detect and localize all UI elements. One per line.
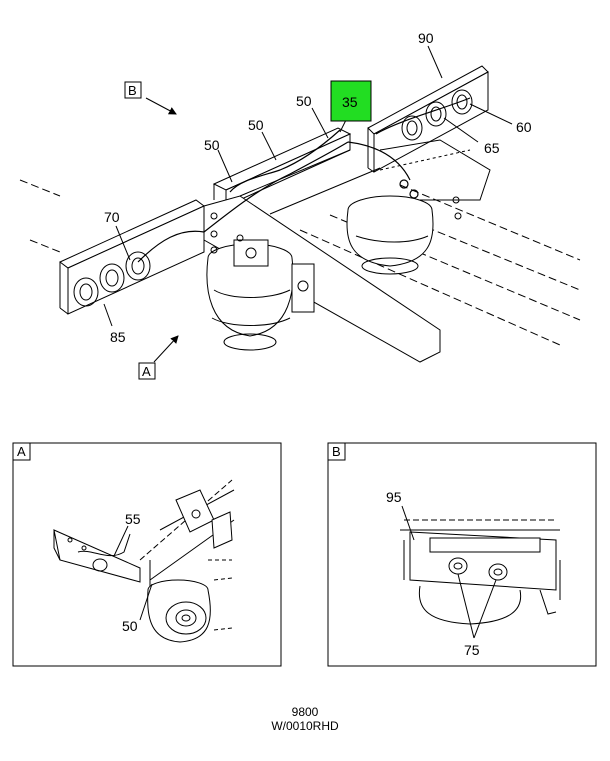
- callout-85: 85: [110, 329, 126, 345]
- callout-50: 50: [296, 93, 312, 109]
- view-a-tag: [138, 362, 156, 380]
- detail-view-b: B 95 75: [327, 442, 597, 667]
- left-light-bar: [59, 199, 205, 315]
- diagram-number: 9800: [291, 705, 319, 719]
- detail-b-tag: B: [332, 444, 341, 459]
- callout-75: 75: [464, 642, 480, 658]
- callout-70: 70: [104, 209, 120, 225]
- callout-50: 50: [248, 117, 264, 133]
- view-a-arrow: [153, 335, 179, 363]
- detail-view-a: A 55 50: [12, 442, 282, 667]
- view-b-tag: [124, 81, 142, 99]
- lamp-icon: [73, 277, 99, 307]
- lamp-icon: [99, 263, 125, 293]
- diagram-code: W/0010RHD: [271, 719, 339, 733]
- air-spring-right: [346, 195, 434, 275]
- main-assembly: [19, 45, 581, 363]
- callout-50: 50: [204, 137, 220, 153]
- view-b-label: B: [128, 83, 137, 98]
- callout-60: 60: [516, 119, 532, 135]
- detail-a-tag: A: [17, 444, 26, 459]
- highlight-box: [330, 80, 372, 122]
- callout-65: 65: [484, 140, 500, 156]
- air-spring-left: [206, 239, 315, 351]
- lamp-icon: [448, 557, 468, 575]
- callout-50: 50: [122, 618, 138, 634]
- callout-55: 55: [125, 511, 141, 527]
- wiring-harness: [137, 97, 471, 263]
- lamp-icon: [451, 89, 473, 115]
- right-light-bar: [367, 65, 489, 173]
- callout-95: 95: [386, 489, 402, 505]
- leader-lines: [103, 45, 513, 327]
- lamp-icon: [401, 115, 423, 141]
- callout-35: 35: [342, 94, 358, 110]
- callout-90: 90: [418, 30, 434, 46]
- lamp-icon: [125, 251, 151, 281]
- view-b-arrow: [145, 97, 177, 115]
- lamp-icon: [488, 563, 508, 581]
- bolts: [210, 196, 462, 254]
- view-a-label: A: [142, 364, 151, 379]
